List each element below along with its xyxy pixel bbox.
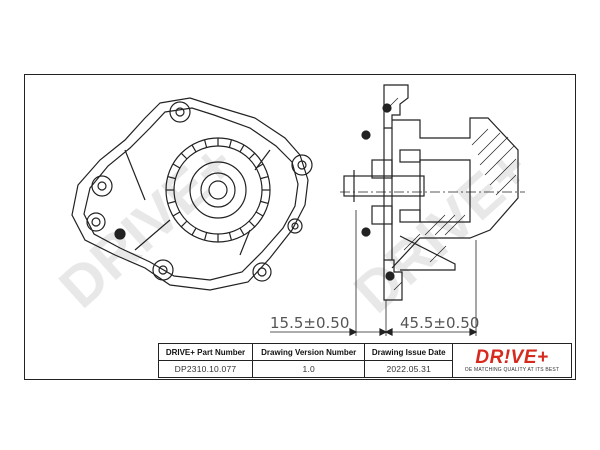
bearing-lower <box>399 209 421 223</box>
pump-front-view <box>71 97 313 291</box>
sprocket-tooth <box>167 200 176 205</box>
seal-lower <box>371 205 393 225</box>
logo-cell: DR!VE+ OE MATCHING QUALITY AT ITS BEST <box>452 343 572 378</box>
part-number-value: DP2310.10.077 <box>158 360 253 378</box>
dim-arrow <box>469 328 478 336</box>
sprocket-teeth <box>166 138 270 242</box>
version-value: 1.0 <box>251 360 366 378</box>
sprocket-tooth <box>228 139 233 148</box>
o-ring-top <box>382 103 392 113</box>
bolt-hole-left <box>91 175 113 197</box>
dim-arrow <box>349 328 358 336</box>
bolt-hole-right-lower-inner <box>291 222 299 230</box>
sprocket-tooth <box>248 220 256 228</box>
pump-side-section <box>270 84 525 336</box>
drawing-frame <box>24 74 576 380</box>
sprocket-tooth <box>180 152 188 160</box>
sprocket-tooth <box>239 144 245 153</box>
sprocket-tooth <box>248 152 256 160</box>
sprocket-tooth <box>172 211 181 217</box>
sprocket-tooth <box>203 232 208 241</box>
bolt-hole-left-lower <box>86 212 106 232</box>
sprocket-tooth <box>239 227 245 236</box>
sprocket-tooth <box>260 200 269 205</box>
sprocket-tooth <box>167 175 176 180</box>
housing-ribs <box>124 149 271 256</box>
issue-date-value: 2022.05.31 <box>364 360 453 378</box>
o-ring-shaft-bottom <box>361 227 371 237</box>
hub-middle <box>200 172 236 208</box>
bearing-upper <box>399 149 421 163</box>
bolt-hole-bottom-right-inner <box>257 267 267 277</box>
seal-upper <box>371 159 393 179</box>
bolt-hole-bottom <box>152 259 174 281</box>
bolt-hole-right-inner <box>297 160 307 170</box>
locator-dot <box>114 228 126 240</box>
sprocket-tooth <box>191 144 197 153</box>
bearing-housing <box>419 159 471 223</box>
sprocket-tooth <box>172 163 181 169</box>
dimension-right: 45.5±0.50 <box>400 314 480 332</box>
bolt-hole-bottom-right <box>252 262 272 282</box>
flange-bottom <box>383 259 403 301</box>
dimension-left: 15.5±0.50 <box>270 314 350 332</box>
version-header: Drawing Version Number <box>251 343 366 361</box>
drive-logo: DR!VE+ <box>475 346 549 368</box>
bolt-hole-left-inner <box>97 181 107 191</box>
sprocket-tooth <box>255 211 264 217</box>
issue-date-header: Drawing Issue Date <box>364 343 453 361</box>
part-number-header: DRIVE+ Part Number <box>158 343 253 361</box>
sprocket-tooth <box>260 175 269 180</box>
o-ring-shaft-top <box>361 130 371 140</box>
housing-outline <box>71 97 309 291</box>
bolt-hole-top-inner <box>175 107 185 117</box>
hub-outer <box>189 161 247 219</box>
title-block: DRIVE+ Part Number Drawing Version Numbe… <box>158 343 572 378</box>
o-ring-bottom <box>385 271 395 281</box>
bolt-hole-left-lower-inner <box>91 217 101 227</box>
impeller-plate <box>399 235 456 271</box>
sprocket-tooth <box>191 227 197 236</box>
hub-bore <box>208 180 228 200</box>
bolt-hole-bottom-inner <box>158 265 168 275</box>
sprocket-tooth <box>255 163 264 169</box>
body-outline <box>391 117 519 269</box>
sprocket-tooth <box>228 232 233 241</box>
sprocket-tooth <box>203 139 208 148</box>
flange-top <box>383 84 409 129</box>
bolt-hole-right <box>291 154 313 176</box>
section-hatching <box>385 97 517 291</box>
bolt-hole-right-lower <box>287 218 303 234</box>
dim-arrow <box>384 328 393 336</box>
logo-tagline: OE MATCHING QUALITY AT ITS BEST <box>464 366 560 373</box>
sprocket-tooth <box>180 220 188 228</box>
dim-arrow <box>379 328 388 336</box>
bolt-hole-top <box>169 101 191 123</box>
